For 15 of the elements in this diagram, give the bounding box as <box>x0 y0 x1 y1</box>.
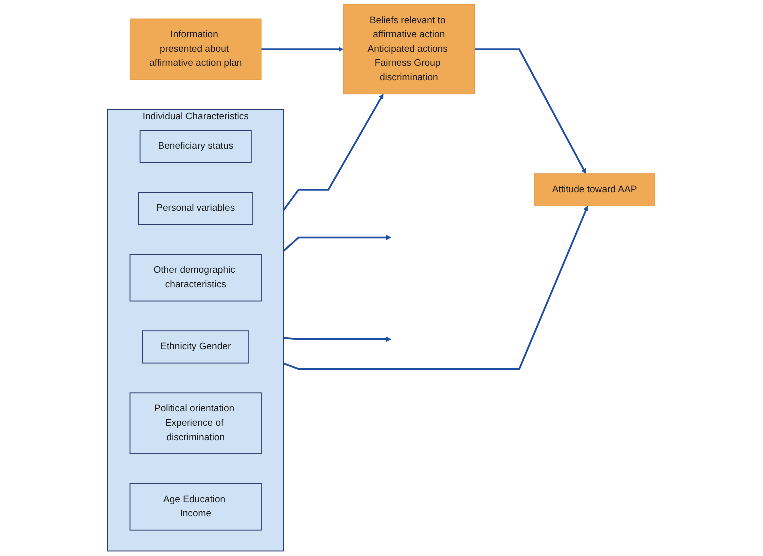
node-box: Personal variables <box>138 192 254 226</box>
arrow <box>474 48 586 174</box>
node-box: Attitude toward AAP <box>534 174 656 206</box>
arrow <box>284 206 589 370</box>
node-box: Beneficiary status <box>140 130 252 164</box>
node-box: Information presented about affirmative action plan <box>130 18 262 80</box>
arrow <box>262 46 344 52</box>
arrow <box>284 336 392 342</box>
node-box: Other demographic characteristics <box>130 254 262 302</box>
node-box: Age Education Income <box>130 483 262 531</box>
node-box: Ethnicity Gender <box>142 330 250 364</box>
node-box: Political orientation Experience of discrimination <box>130 392 262 454</box>
arrow <box>283 94 384 211</box>
node-box: Beliefs relevant to affirmative action Anticipated actions Fairness Group discrimination <box>343 4 476 95</box>
arrow <box>283 235 392 252</box>
